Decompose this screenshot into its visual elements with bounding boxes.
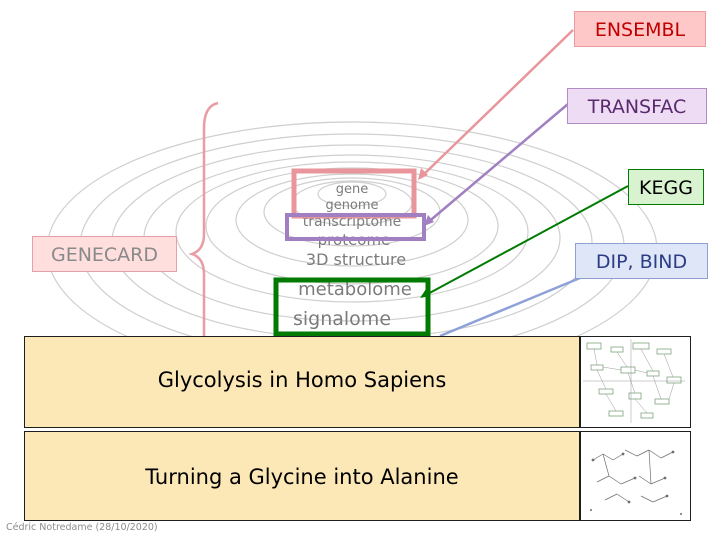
glycine-title: Turning a Glycine into Alanine: [145, 465, 459, 489]
transfac-arrow: [424, 103, 569, 226]
kegg-label: KEGG: [628, 169, 704, 205]
footer-credit: Cédric Notredame (28/10/2020): [6, 522, 158, 533]
layer-genome: genome: [325, 198, 378, 213]
ensembl-label: ENSEMBL: [574, 11, 706, 47]
glycolysis-title: Glycolysis in Homo Sapiens: [157, 368, 447, 392]
kegg-highlight: [273, 277, 431, 337]
dip-bind-label: DIP, BIND: [575, 243, 708, 279]
dip-arrow: [439, 276, 581, 338]
transfac-label: TRANSFAC: [567, 88, 707, 124]
transfac-highlight: [285, 213, 426, 241]
glycolysis-panel[interactable]: Glycolysis in Homo Sapiens: [24, 336, 580, 428]
genecard-label: GENECARD: [32, 236, 177, 272]
ensembl-arrow: [418, 29, 574, 180]
layer-signalome: signalome: [293, 308, 391, 330]
reaction-thumbnail[interactable]: [580, 431, 691, 521]
layer-metabolome: metabolome: [298, 279, 412, 300]
layer-gene: gene: [336, 182, 369, 197]
genecard-brace: [188, 101, 219, 345]
pathway-map-thumbnail[interactable]: [580, 336, 691, 428]
kegg-arrow: [420, 185, 629, 298]
layer-3d-structure: 3D structure: [306, 250, 406, 269]
reaction-image: [590, 449, 682, 515]
glycine-panel[interactable]: Turning a Glycine into Alanine: [24, 431, 580, 521]
pathway-map-image: [583, 339, 685, 423]
